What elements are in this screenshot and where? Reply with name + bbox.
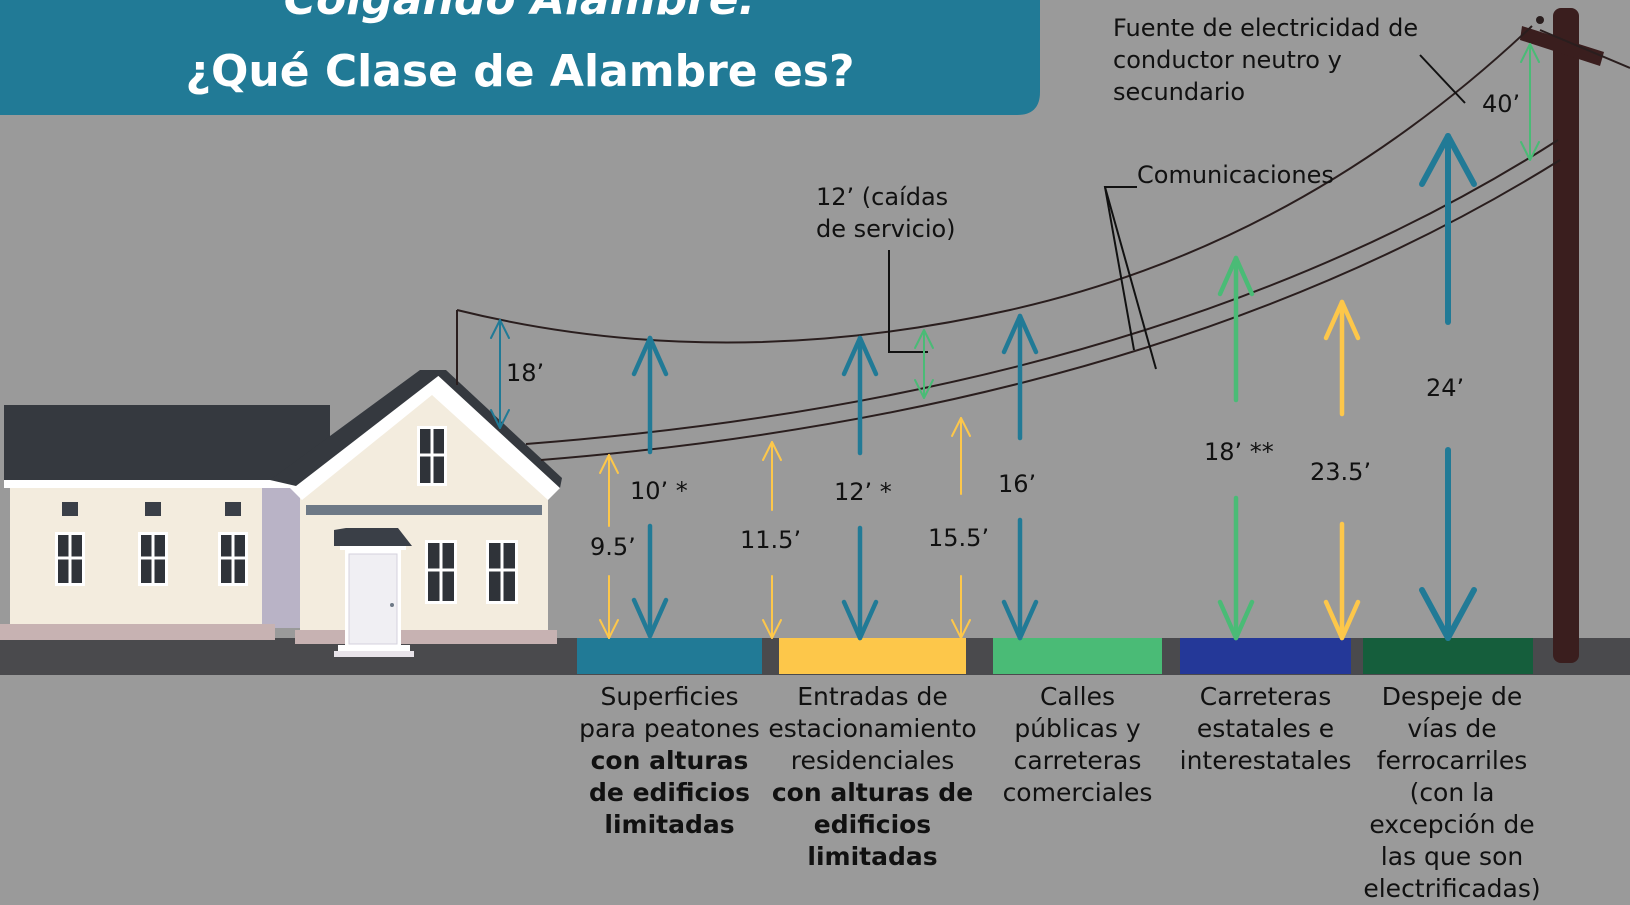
door-step bbox=[338, 645, 410, 651]
measure-ped-power: 10’ * bbox=[630, 477, 688, 505]
utility-pole bbox=[1520, 8, 1604, 663]
house-side-wall bbox=[262, 488, 306, 628]
door-canopy bbox=[334, 528, 412, 546]
title-line-1: Colgando Alambre: bbox=[284, 0, 756, 25]
title-line-2: ¿Qué Clase de Alambre es? bbox=[185, 46, 854, 97]
window-3 bbox=[218, 532, 248, 586]
surface-bar-4 bbox=[1180, 638, 1351, 674]
power-source-label: Fuente de electricidad de conductor neut… bbox=[1113, 14, 1418, 106]
leader-comm-2 bbox=[1104, 186, 1157, 370]
house-gable-roof bbox=[270, 370, 446, 486]
vent-2 bbox=[145, 502, 161, 516]
measure-state-power: 18’ ** bbox=[1204, 438, 1274, 466]
measure-public-power: 16’ bbox=[998, 470, 1036, 498]
vent-1 bbox=[62, 502, 78, 516]
power-source-line-3: secundario bbox=[1113, 78, 1245, 106]
clearance-arrows bbox=[490, 43, 1540, 641]
power-service-drop-wire bbox=[456, 25, 1533, 344]
arrow-drive-power bbox=[841, 335, 879, 641]
window-4 bbox=[425, 540, 457, 604]
leader-service-drop bbox=[888, 250, 928, 353]
door-knob bbox=[390, 603, 394, 607]
communication-wire-2 bbox=[540, 159, 1561, 461]
arrow-service-drop bbox=[914, 329, 934, 399]
leader-power-source bbox=[1419, 54, 1466, 104]
communications-label: Comunicaciones bbox=[1137, 161, 1334, 189]
banner-shape bbox=[0, 0, 1040, 115]
arrow-house-clearance bbox=[490, 319, 510, 429]
arrow-ped-comm bbox=[599, 454, 619, 639]
house bbox=[0, 370, 562, 657]
measure-drive-comm: 11.5’ bbox=[740, 526, 801, 554]
measure-pole-top: 40’ bbox=[1482, 90, 1520, 118]
surface-bars bbox=[577, 638, 1533, 674]
arrow-rail bbox=[1419, 133, 1477, 641]
pole-crossarm bbox=[1520, 26, 1604, 66]
title-banner: Colgando Alambre: ¿Qué Clase de Alambre … bbox=[0, 0, 1040, 115]
measure-rail: 24’ bbox=[1426, 374, 1464, 402]
surface-bar-3 bbox=[993, 638, 1162, 674]
window-5 bbox=[486, 540, 518, 604]
measure-state-comm: 23.5’ bbox=[1310, 458, 1371, 486]
attic-window bbox=[417, 426, 447, 486]
measure-house-clearance: 18’ bbox=[506, 359, 544, 387]
leader-comm-1 bbox=[1103, 186, 1137, 351]
service-drop-line-1: 12’ (caídas bbox=[816, 183, 948, 211]
arrow-state-comm bbox=[1323, 299, 1361, 641]
surface-bar-5 bbox=[1363, 638, 1533, 674]
house-left-base bbox=[0, 624, 275, 640]
power-source-line-2: conductor neutro y bbox=[1113, 46, 1342, 74]
pole-shaft bbox=[1553, 8, 1579, 663]
arrow-public-comm bbox=[951, 417, 971, 639]
house-right-base bbox=[295, 630, 557, 644]
wires bbox=[456, 25, 1630, 461]
surface-bar-2 bbox=[779, 638, 966, 674]
house-gable-trim bbox=[290, 370, 560, 500]
house-left-eave bbox=[4, 480, 304, 488]
communication-wire-1 bbox=[525, 139, 1559, 445]
measure-ped-comm: 9.5’ bbox=[590, 533, 636, 561]
window-1 bbox=[55, 532, 85, 586]
window-2 bbox=[138, 532, 168, 586]
arrow-state-power bbox=[1217, 255, 1255, 641]
measure-drive-power: 12’ * bbox=[834, 478, 892, 506]
power-source-line-1: Fuente de electricidad de bbox=[1113, 14, 1418, 42]
house-gable-roof-right bbox=[432, 370, 562, 488]
arrow-ped-power bbox=[631, 335, 669, 639]
vent-3 bbox=[225, 502, 241, 516]
house-band bbox=[306, 505, 542, 515]
arrow-drive-comm bbox=[762, 441, 782, 639]
arrow-pole-top bbox=[1520, 43, 1540, 161]
surface-bar-1 bbox=[577, 638, 762, 674]
power-line-off-page bbox=[1539, 29, 1630, 69]
arrow-public-power bbox=[1001, 313, 1039, 641]
service-drop-line-2: de servicio) bbox=[816, 215, 956, 243]
house-left-roof bbox=[4, 405, 330, 480]
leader-lines bbox=[888, 54, 1466, 370]
measure-public-comm: 15.5’ bbox=[928, 524, 989, 552]
